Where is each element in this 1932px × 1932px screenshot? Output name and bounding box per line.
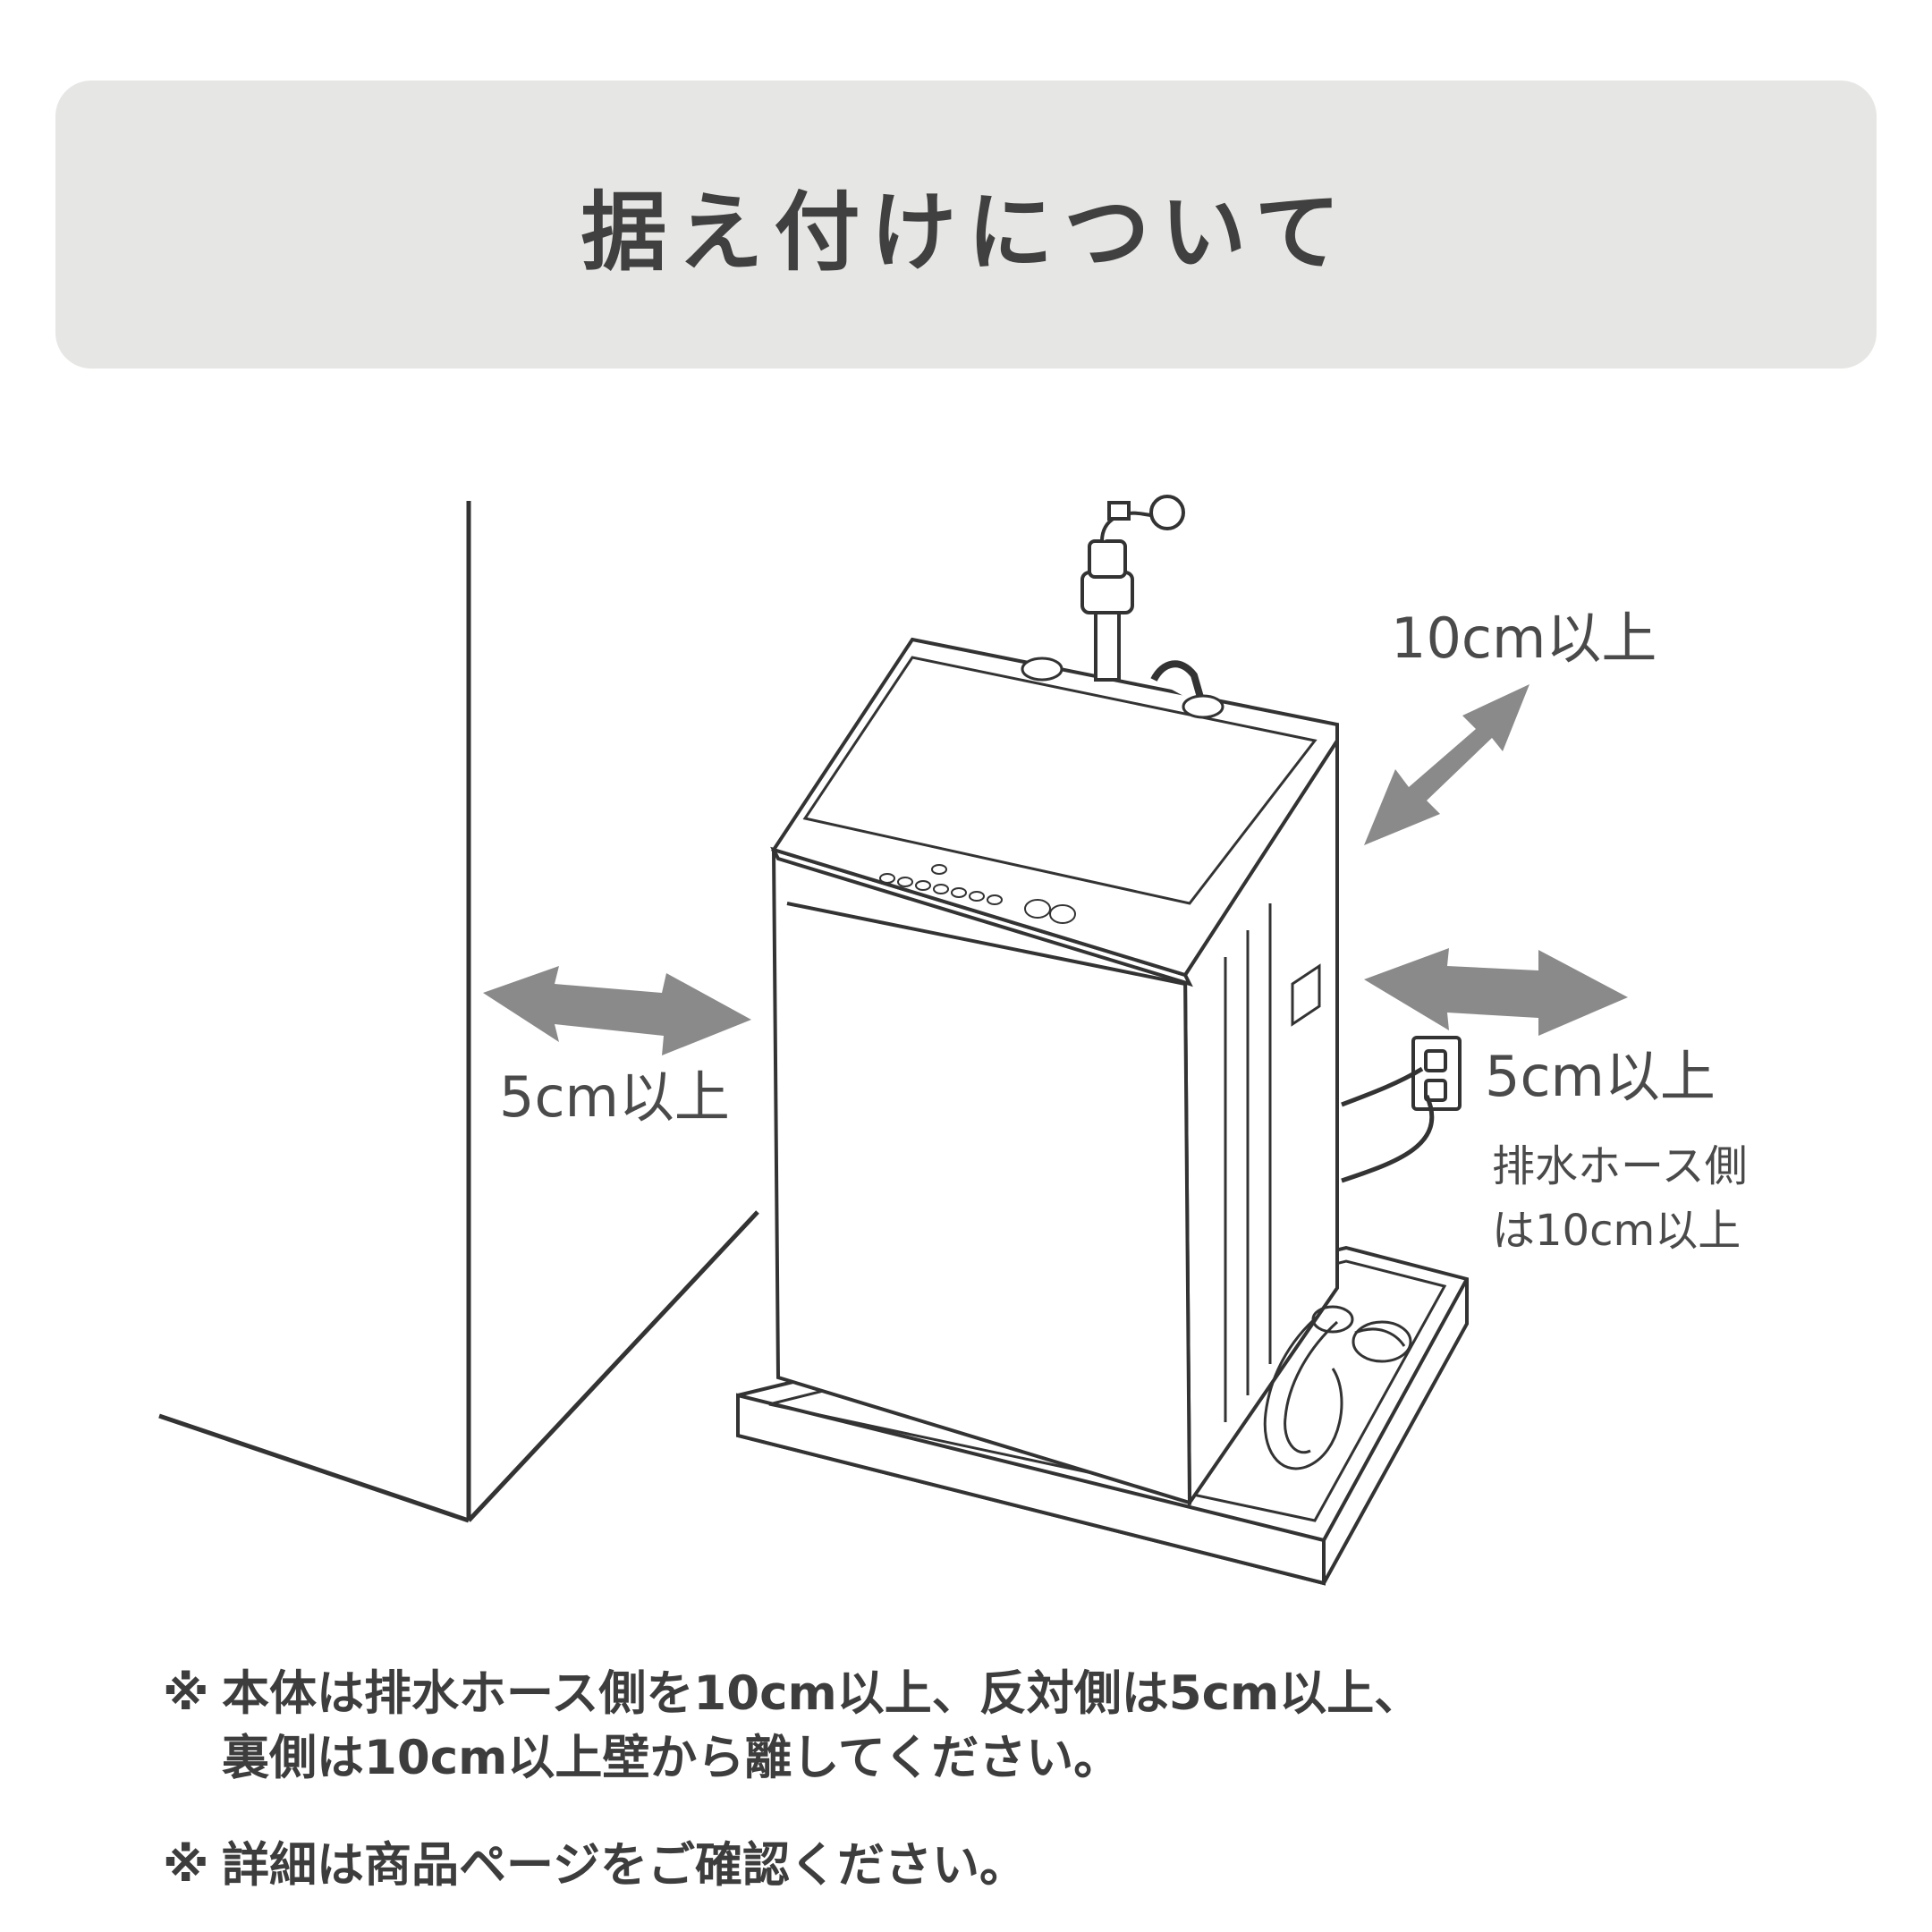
note-text: 詳細は商品ページをご確認ください。 — [222, 1838, 1027, 1893]
drain-hose — [1263, 1305, 1412, 1470]
note-mark: ※ — [163, 1838, 209, 1893]
header-banner: 据え付けについて — [55, 80, 1877, 369]
washing-machine — [770, 637, 1339, 1509]
note-mark: ※ — [163, 1666, 209, 1721]
drain-side-label-line1: 排水ホース側 — [1492, 1141, 1748, 1191]
faucet — [1080, 495, 1224, 719]
page-title: 据え付けについて — [580, 182, 1352, 283]
note-text: 本体は排水ホース側を10cm以上、反対側は5cm以上、 裏側は10cm以上壁から… — [222, 1666, 1422, 1785]
clearance-arrows — [483, 684, 1628, 1055]
back-clearance-label: 10cm以上 — [1391, 606, 1657, 671]
note-item: ※ 詳細は商品ページをご確認ください。 — [163, 1834, 1862, 1898]
left-double-arrow — [483, 966, 751, 1055]
right-clearance-label: 5cm以上 — [1485, 1044, 1716, 1109]
back-double-arrow — [1364, 684, 1530, 845]
power-outlet — [1341, 1036, 1462, 1183]
right-double-arrow — [1364, 948, 1628, 1036]
wall-corner — [158, 501, 759, 1523]
drain-side-label-line2: は10cm以上 — [1492, 1206, 1741, 1256]
notes: ※ 本体は排水ホース側を10cm以上、反対側は5cm以上、 裏側は10cm以上壁… — [163, 1662, 1862, 1898]
left-clearance-label: 5cm以上 — [499, 1064, 730, 1130]
note-item: ※ 本体は排水ホース側を10cm以上、反対側は5cm以上、 裏側は10cm以上壁… — [163, 1662, 1862, 1791]
